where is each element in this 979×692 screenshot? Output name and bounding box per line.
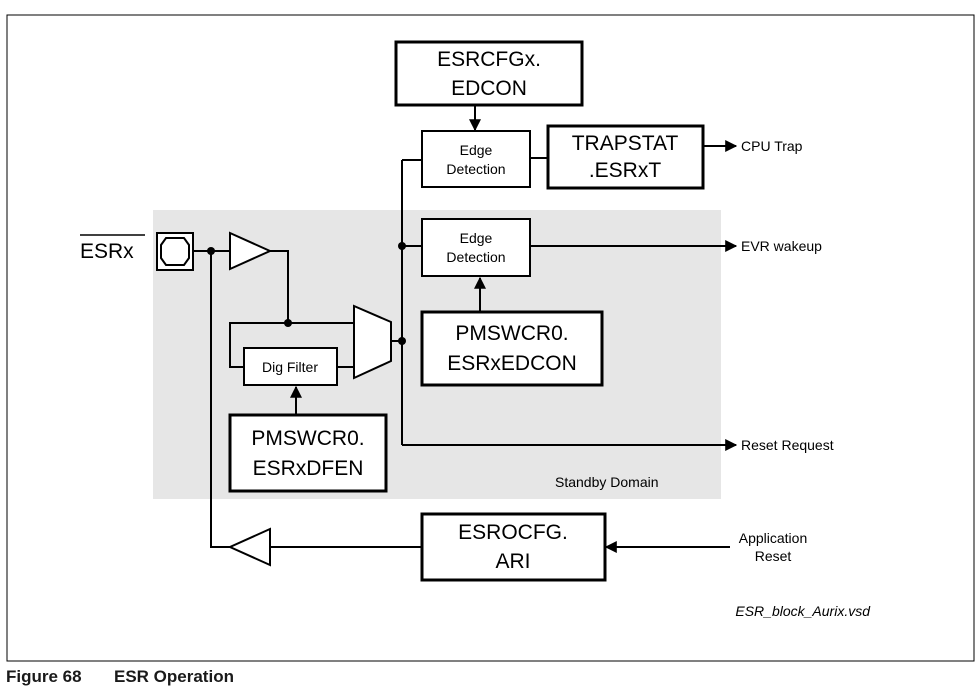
svg-text:TRAPSTAT: TRAPSTAT (572, 132, 679, 155)
application-reset-label-line1: Application (739, 530, 808, 546)
file-name-label: ESR_block_Aurix.vsd (735, 603, 871, 619)
svg-text:ESRxEDCON: ESRxEDCON (447, 352, 577, 375)
multiplexer (353, 304, 392, 380)
esrx-pin-label: ESRx (80, 240, 134, 263)
svg-text:ESRCFGx.: ESRCFGx. (437, 48, 541, 71)
pmswcr0-esrxedcon-box: PMSWCR0. ESRxEDCON (420, 310, 604, 387)
svg-text:.ESRxT: .ESRxT (589, 159, 662, 182)
svg-text:Edge: Edge (460, 142, 493, 158)
figure-title: ESR Operation (114, 667, 234, 686)
esrcfgx-edcon-box: ESRCFGx. EDCON (394, 40, 584, 107)
esrx-pin (156, 232, 194, 271)
esr-block-diagram: Standby Domain (6, 14, 975, 662)
figure-number: Figure 68 (6, 667, 82, 686)
svg-text:EDCON: EDCON (451, 77, 527, 100)
input-buffer (229, 231, 273, 271)
edge-detection-mid-box: Edge Detection (421, 218, 531, 277)
svg-text:PMSWCR0.: PMSWCR0. (251, 427, 364, 450)
svg-text:PMSWCR0.: PMSWCR0. (455, 322, 568, 345)
trapstat-box: TRAPSTAT .ESRxT (546, 124, 705, 190)
edge-detection-top-box: Edge Detection (421, 130, 531, 188)
pmswcr0-esrxdfen-box: PMSWCR0. ESRxDFEN (228, 413, 388, 493)
cpu-trap-label: CPU Trap (741, 138, 803, 154)
junction-dots (207, 242, 406, 345)
dig-filter-box: Dig Filter (243, 347, 338, 386)
evr-wakeup-label: EVR wakeup (741, 238, 822, 254)
esrocfg-ari-box: ESROCFG. ARI (420, 512, 607, 582)
svg-text:ESROCFG.: ESROCFG. (458, 521, 568, 544)
standby-domain-label: Standby Domain (555, 474, 659, 490)
reset-request-label: Reset Request (741, 437, 834, 453)
figure-caption: Figure 68 ESR Operation (6, 667, 234, 687)
svg-text:Dig Filter: Dig Filter (262, 359, 318, 375)
application-reset-label-line2: Reset (755, 548, 792, 564)
figure-frame (6, 14, 975, 662)
svg-text:ARI: ARI (495, 550, 530, 573)
svg-text:Detection: Detection (446, 161, 505, 177)
svg-text:Detection: Detection (446, 249, 505, 265)
svg-text:Edge: Edge (460, 230, 493, 246)
svg-text:ESRxDFEN: ESRxDFEN (253, 457, 364, 480)
output-buffer (227, 527, 271, 567)
